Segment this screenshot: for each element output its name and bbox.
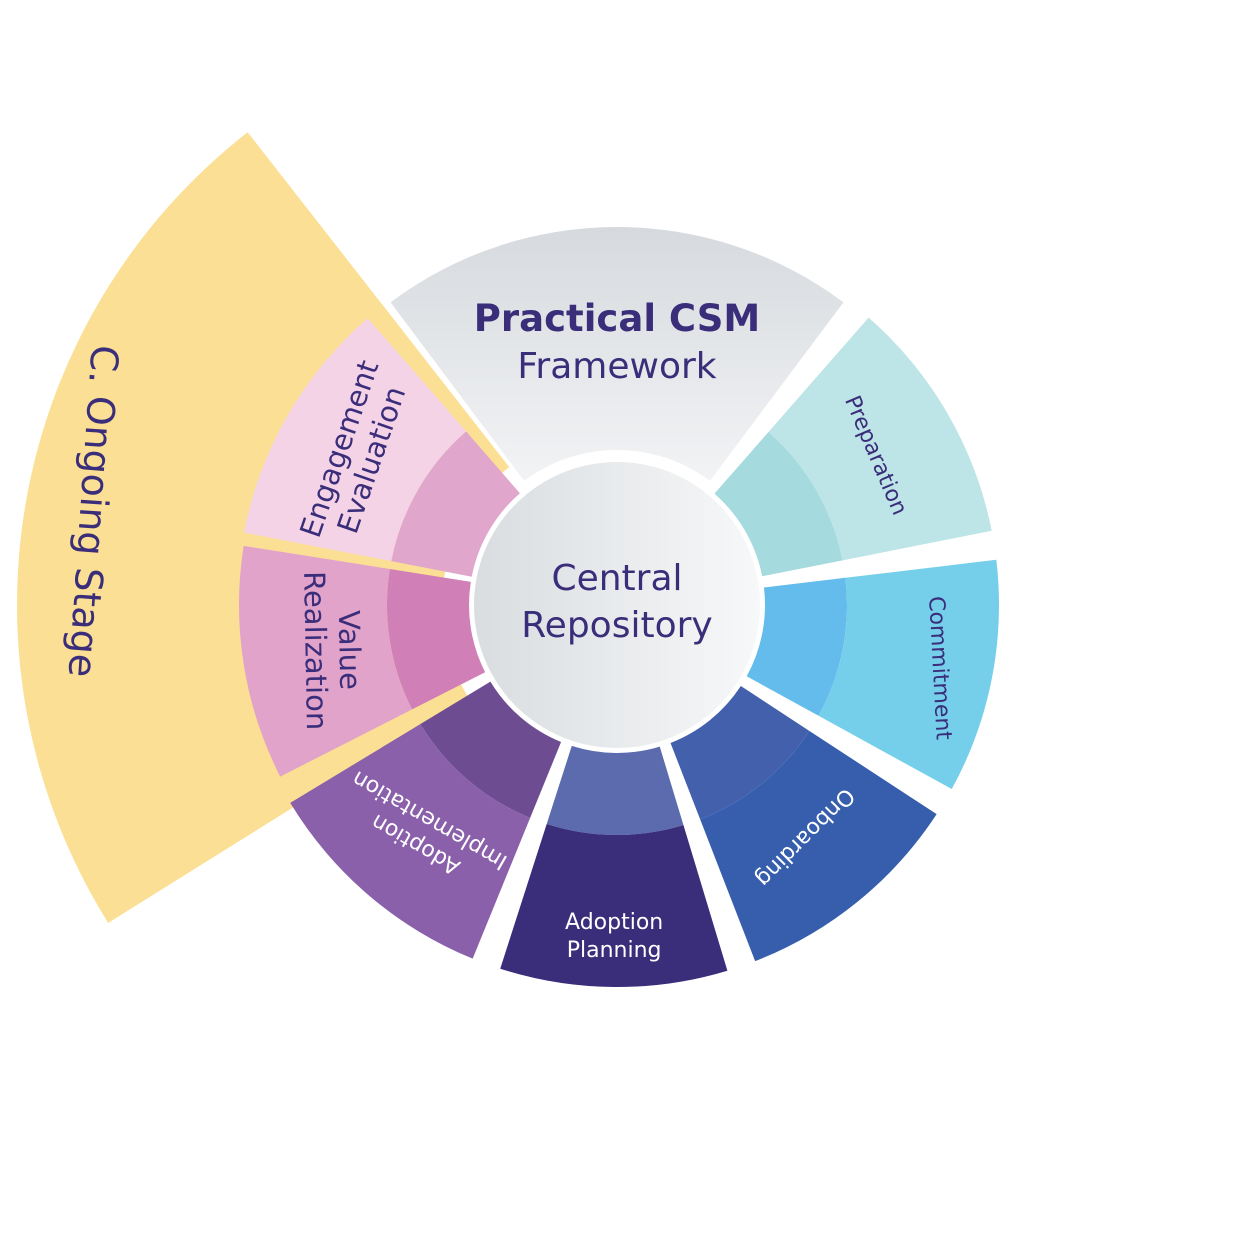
title-line-2: Framework <box>517 346 716 387</box>
segment-inner-band <box>387 569 486 710</box>
hub-line-2: Repository <box>521 605 712 646</box>
segment-body <box>290 724 531 959</box>
segment-inner-band <box>546 745 684 835</box>
segment-inner-band <box>670 686 810 820</box>
segment-label-line: Planning <box>567 938 662 963</box>
segment-body <box>500 823 728 988</box>
segment-label-line: Adoption <box>565 910 663 935</box>
segment-body <box>818 559 999 790</box>
segment-label: ValueRealization <box>297 570 368 730</box>
segment-preparation[interactable]: Preparation <box>714 317 992 577</box>
segment-inner-band <box>746 577 847 716</box>
segment-body <box>768 317 992 561</box>
segment-body <box>239 545 413 777</box>
segment-value-realization[interactable]: ValueRealization <box>239 545 486 777</box>
segment-body <box>700 730 937 962</box>
segment-body <box>243 318 467 562</box>
segment-inner-band <box>391 431 520 577</box>
segment-label-line: Value <box>332 610 367 690</box>
segment-adoption-implementation[interactable]: AdoptionImplementation <box>290 681 562 959</box>
segment-inner-band <box>714 431 843 577</box>
segment-label-line: Realization <box>297 571 334 731</box>
title-line-1: Practical CSM <box>474 297 760 340</box>
central-hub[interactable] <box>474 462 760 748</box>
segment-engagement-evaluation[interactable]: EngagementEvaluation <box>243 318 520 577</box>
segment-inner-band <box>420 681 562 818</box>
hub-line-1: Central <box>551 558 682 599</box>
segment-commitment[interactable]: Commitment <box>746 559 999 790</box>
segment-onboarding[interactable]: Onboarding <box>670 686 937 962</box>
title-segment <box>390 226 844 481</box>
